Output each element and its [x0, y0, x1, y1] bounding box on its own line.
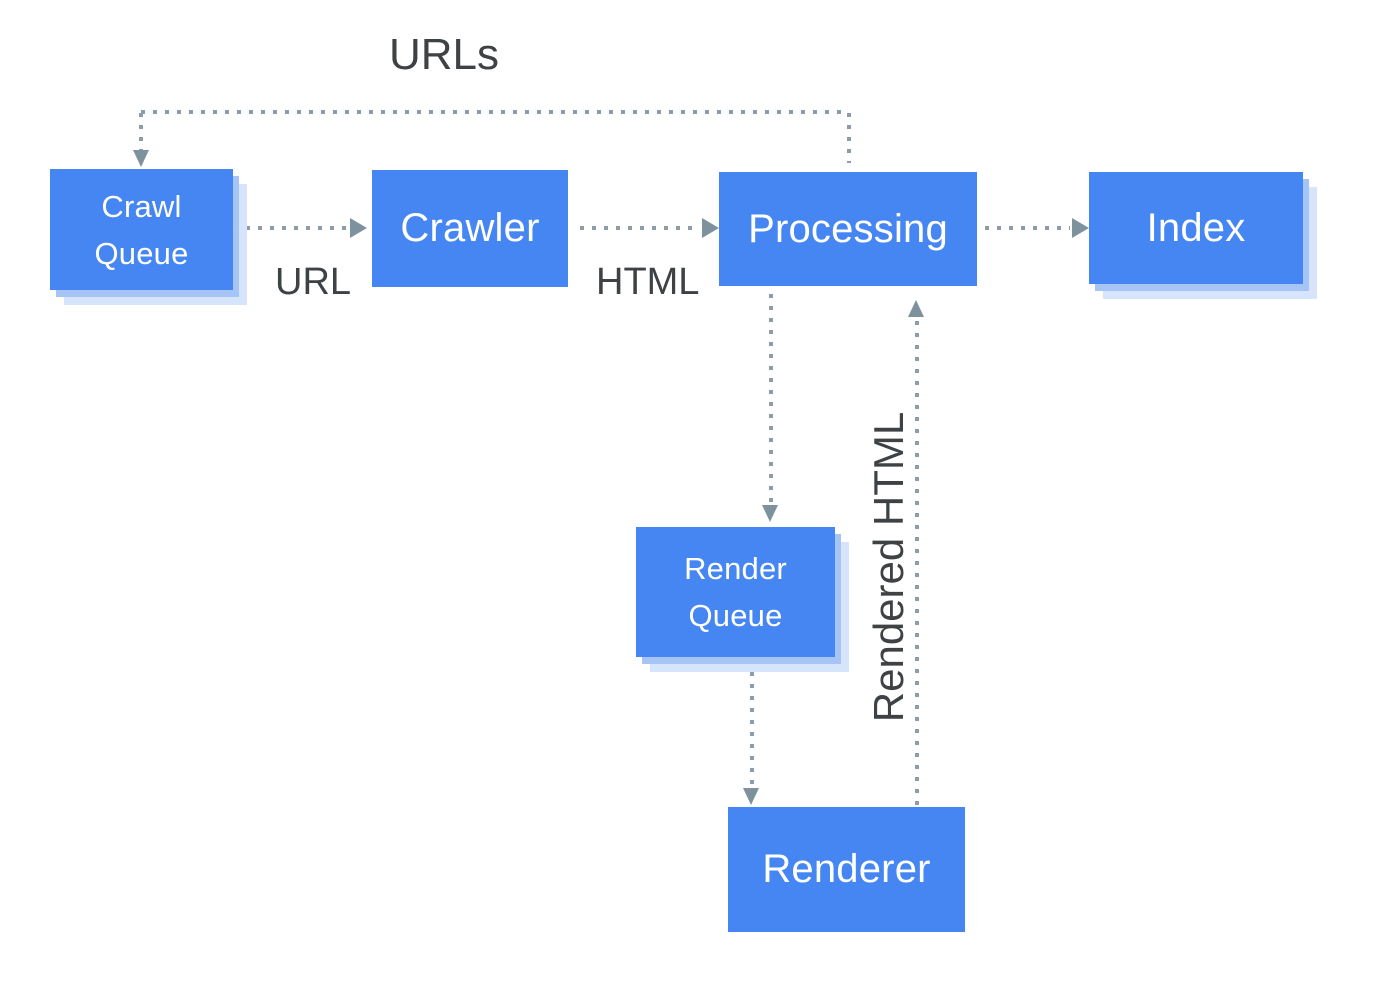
arrowhead-down-into-render-queue	[762, 505, 778, 522]
arrowhead-up-into-processing	[908, 300, 924, 317]
edge-label-html: HTML	[596, 261, 700, 303]
edge-processing-to-renderqueue	[769, 294, 773, 504]
edge-label-rendered-html: Rendered HTML	[865, 411, 912, 723]
edge-renderqueue-to-renderer	[750, 672, 754, 786]
arrowhead-right-into-processing	[702, 218, 719, 238]
node-render-queue-label: Render Queue	[684, 551, 787, 633]
arrowhead-right-into-crawler	[350, 218, 367, 238]
edge-crawlqueue-to-crawler	[246, 226, 350, 230]
edge-processing-to-crawlqueue-right-segment	[847, 113, 851, 163]
node-renderer-label: Renderer	[762, 847, 931, 891]
edge-processing-to-crawlqueue-left-segment	[139, 113, 143, 150]
node-index: Index	[1089, 172, 1303, 284]
edge-processing-to-index	[985, 226, 1070, 230]
node-crawl-queue-label: Crawl Queue	[94, 188, 189, 271]
arrowhead-right-into-index	[1072, 218, 1089, 238]
arrowhead-down-into-renderer	[743, 788, 759, 805]
arrowhead-down-into-crawl-queue	[133, 150, 149, 167]
node-crawler-label: Crawler	[400, 206, 540, 250]
node-index-label: Index	[1146, 205, 1246, 250]
node-renderer: Renderer	[728, 807, 965, 932]
edge-processing-to-crawlqueue-horizontal	[141, 110, 849, 114]
node-render-queue: Render Queue	[636, 527, 835, 657]
node-crawl-queue: Crawl Queue	[50, 169, 233, 290]
edge-label-urls: URLs	[389, 30, 500, 79]
node-processing: Processing	[719, 172, 977, 286]
node-crawler: Crawler	[372, 170, 568, 287]
edge-label-url: URL	[275, 261, 352, 303]
edge-crawler-to-processing	[580, 226, 698, 230]
node-processing-label: Processing	[748, 206, 948, 251]
edge-renderer-to-processing	[915, 321, 919, 807]
